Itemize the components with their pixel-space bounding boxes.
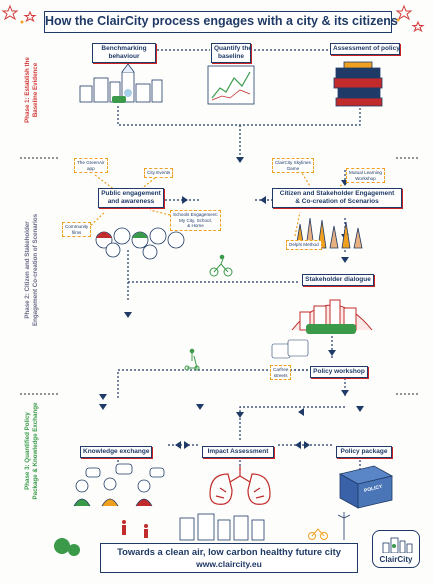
arrow-icon — [182, 196, 188, 204]
star-icon — [1, 4, 19, 21]
citizens-illustration — [95, 227, 185, 260]
tagline-banner — [100, 543, 358, 573]
arrow-icon — [341, 390, 349, 396]
arrow-icon — [298, 408, 304, 416]
step-stakeholder-dialogue: Stakeholder dialogue — [302, 274, 374, 286]
claircity-logo: ClairCity — [372, 530, 420, 568]
arrow-icon — [260, 196, 266, 204]
knowledge-exchange-illustration — [73, 463, 165, 507]
workshop-illustration — [271, 339, 309, 359]
step-citizen-stakeholder: Citizen and Stakeholder Engagement & Co-… — [272, 188, 402, 208]
city-skyline-illustration — [79, 63, 163, 103]
arrow-icon — [304, 441, 310, 449]
star-icon — [395, 4, 413, 21]
note-mutual-learning: Mutual Learning Workshop — [346, 168, 385, 184]
town-illustration — [54, 512, 351, 556]
arrow-icon — [236, 412, 244, 418]
step-quantify-baseline: Quantify the baseline — [211, 43, 252, 63]
star-icon — [411, 20, 425, 33]
arrow-icon — [99, 394, 107, 400]
step-public-engagement: Public engagement and awareness — [98, 188, 164, 208]
arrow-icon — [196, 404, 204, 410]
arrow-icon — [99, 404, 107, 410]
walker-icons — [122, 520, 148, 538]
phase-2-label: Phase 2: Citizen and Stakeholder Engagem… — [24, 213, 39, 327]
policy-box-illustration — [338, 465, 394, 509]
note-delphi-method: Delphi Method — [286, 240, 322, 250]
star-icon — [23, 10, 37, 23]
step-assessment-of-policy: Assessment of policy — [330, 43, 400, 55]
step-impact-assessment: Impact Assessment — [202, 446, 274, 458]
arrow-icon — [184, 441, 190, 449]
stakeholder-dialogue-illustration — [291, 299, 373, 334]
arrow-icon — [236, 157, 244, 163]
arrow-icon — [328, 350, 336, 356]
cyclist-icon — [308, 528, 328, 540]
step-policy-package: Policy package — [336, 446, 392, 458]
step-knowledge-exchange: Knowledge exchange — [80, 446, 152, 458]
arrow-icon — [356, 406, 364, 412]
lungs-illustration — [209, 466, 271, 505]
page-title: How the ClairCity process engages with a… — [44, 11, 398, 33]
note-city-events: City Events — [144, 168, 174, 178]
arrow-icon — [124, 312, 132, 318]
note-community-films: Community films — [62, 222, 92, 238]
phase-1-label: Phase 1: Establish the Baseline Evidence — [24, 57, 39, 123]
arrow-icon — [175, 441, 181, 449]
cyclist-icon — [209, 254, 233, 277]
baseline-chart-illustration — [207, 65, 255, 105]
note-greenair-app: The GreenAir app — [74, 158, 108, 174]
arrow-icon — [295, 441, 301, 449]
note-workshop-sign: Carfree streets — [270, 365, 292, 381]
step-policy-workshop: Policy workshop — [310, 366, 368, 378]
note-schools-engagement: Schools Engagement: My City, School, & H… — [170, 210, 221, 231]
website-link[interactable]: www.claircity.eu — [196, 559, 262, 569]
books-illustration — [333, 61, 383, 107]
arrow-icon — [341, 257, 349, 263]
note-skylines-game: ClairCity Skylines Game — [272, 158, 314, 174]
phase-3-label: Phase 3: Quantified Policy Package & Kno… — [24, 402, 39, 500]
logo-text: ClairCity — [379, 555, 413, 564]
city-logo-icon — [382, 537, 413, 553]
step-benchmarking: Benchmarking behaviour — [92, 43, 156, 63]
scooter-rider-icon — [184, 348, 200, 371]
tagline-text: Towards a clean air, low carbon healthy … — [117, 546, 341, 557]
